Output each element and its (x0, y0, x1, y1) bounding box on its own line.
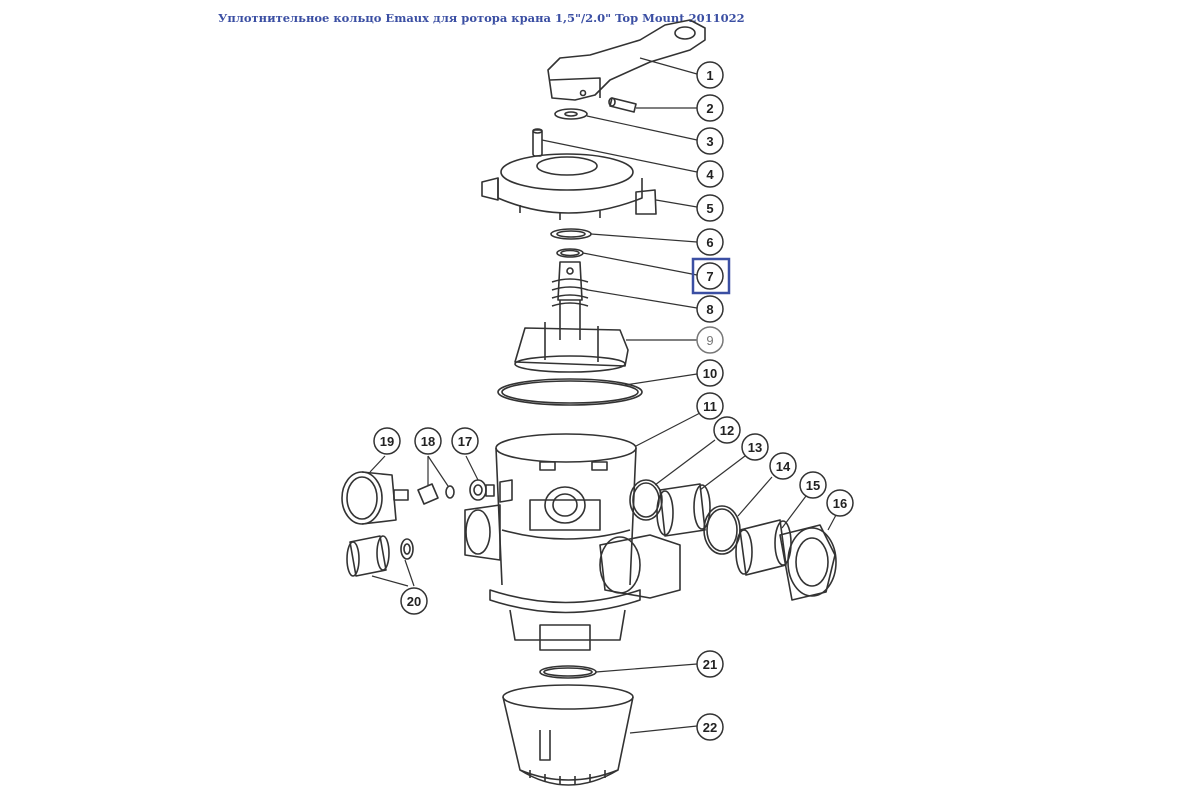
callout-10: 10 (696, 359, 724, 387)
callout-1: 1 (696, 61, 724, 89)
callout-2: 2 (696, 94, 724, 122)
part-oring-21 (539, 665, 597, 679)
svg-text:6: 6 (706, 235, 713, 250)
svg-text:16: 16 (833, 496, 847, 511)
callout-18: 18 (414, 427, 442, 455)
part-rotor-spring (551, 261, 589, 307)
callout-15: 15 (799, 471, 827, 499)
callout-12: 12 (713, 416, 741, 444)
svg-text:11: 11 (703, 399, 717, 414)
svg-text:21: 21 (703, 657, 717, 672)
callout-22: 22 (696, 713, 724, 741)
part-sight-glass (346, 535, 414, 577)
svg-text:2: 2 (706, 101, 713, 116)
callout-7: 7 (691, 257, 731, 295)
part-handle (547, 19, 706, 101)
callout-17: 17 (451, 427, 479, 455)
svg-text:19: 19 (380, 434, 394, 449)
svg-text:5: 5 (706, 201, 713, 216)
part-nipple (469, 479, 495, 501)
svg-text:12: 12 (720, 423, 734, 438)
svg-text:17: 17 (458, 434, 472, 449)
svg-text:4: 4 (706, 167, 714, 182)
part-cover (481, 153, 657, 220)
callout-13: 13 (741, 433, 769, 461)
part-union-13 (656, 483, 711, 537)
part-plug (417, 483, 455, 505)
callouts: 1 2 3 4 5 6 7 8 9 10 11 12 13 14 15 16 1… (373, 61, 854, 741)
callout-14: 14 (769, 452, 797, 480)
svg-text:13: 13 (748, 440, 762, 455)
part-union-nut (779, 524, 837, 601)
svg-text:7: 7 (706, 269, 713, 284)
svg-text:1: 1 (706, 68, 713, 83)
callout-21: 21 (696, 650, 724, 678)
callout-11: 11 (696, 392, 724, 420)
part-oring-14 (703, 505, 741, 555)
page-title: Уплотнительное кольцо Emaux для ротора к… (218, 11, 745, 25)
part-base (502, 684, 634, 786)
callout-19: 19 (373, 427, 401, 455)
callout-16: 16 (826, 489, 854, 517)
svg-text:20: 20 (407, 594, 421, 609)
callout-6: 6 (696, 228, 724, 256)
svg-text:14: 14 (776, 459, 791, 474)
callout-9: 9 (696, 326, 724, 354)
part-gauge (341, 471, 409, 525)
svg-text:10: 10 (703, 366, 717, 381)
callout-5: 5 (696, 194, 724, 222)
part-washer (554, 108, 588, 120)
svg-text:9: 9 (706, 333, 713, 348)
svg-text:15: 15 (806, 478, 820, 493)
svg-text:22: 22 (703, 720, 717, 735)
highlight-box (691, 257, 731, 295)
callout-4: 4 (696, 160, 724, 188)
leader-lines (369, 57, 837, 734)
callout-20: 20 (400, 587, 428, 615)
svg-text:8: 8 (706, 302, 713, 317)
part-rotor (514, 300, 629, 373)
callout-8: 8 (696, 295, 724, 323)
part-pin-small (532, 128, 543, 157)
svg-text:3: 3 (706, 134, 713, 149)
part-pin (608, 97, 637, 113)
part-oring-10 (497, 378, 643, 406)
callout-3: 3 (696, 127, 724, 155)
part-valve-body (464, 433, 681, 651)
part-oring-7 (556, 248, 584, 258)
part-oring-6 (550, 228, 592, 240)
svg-text:18: 18 (421, 434, 435, 449)
